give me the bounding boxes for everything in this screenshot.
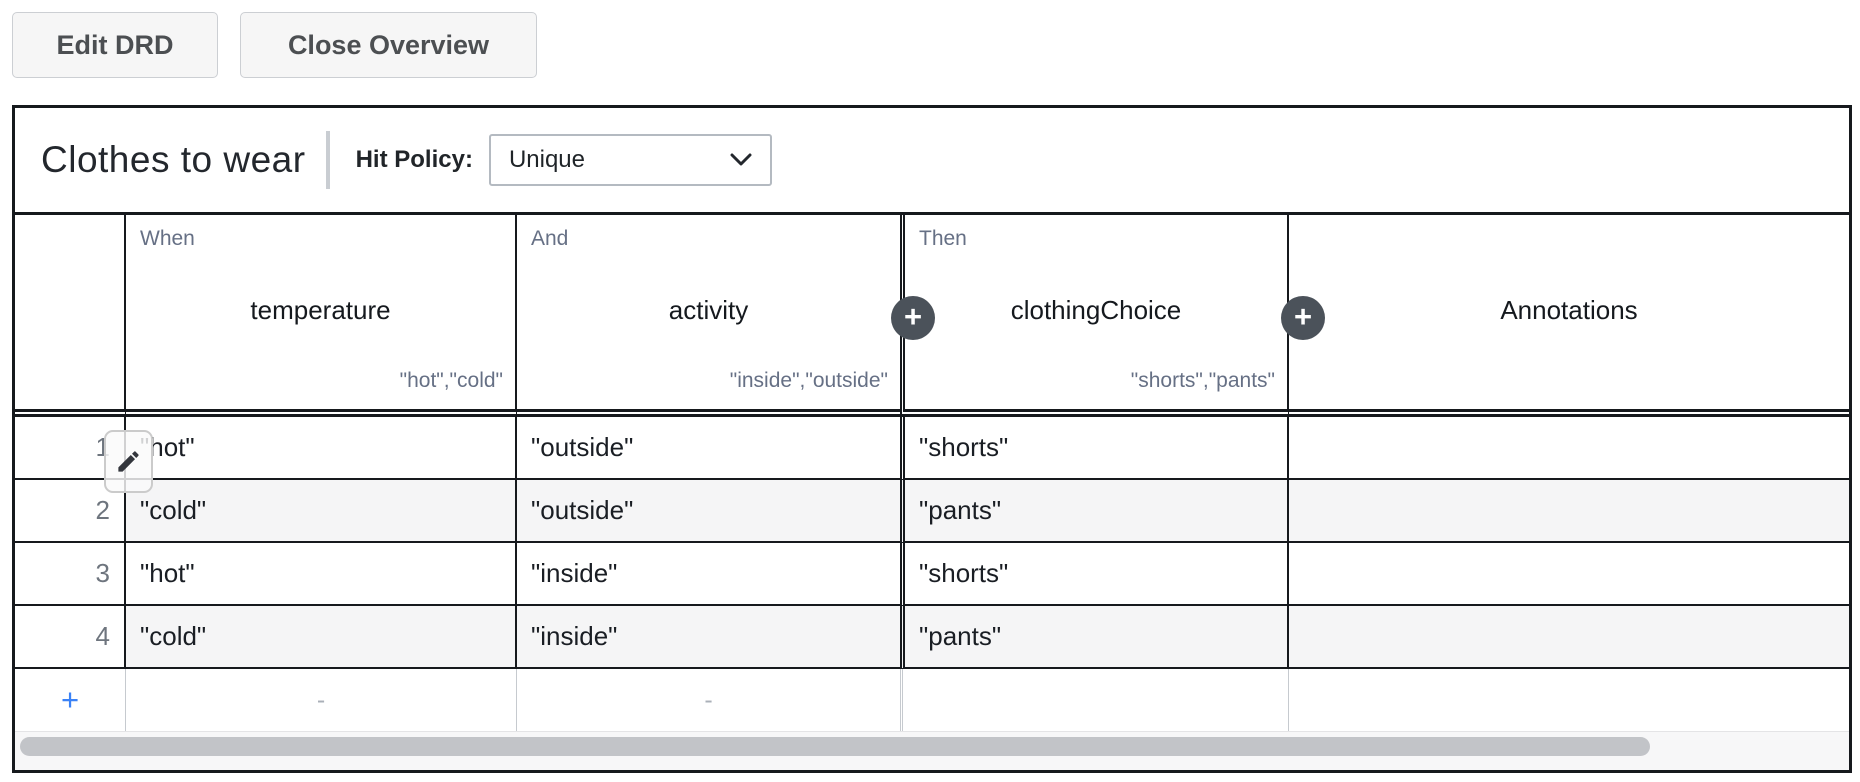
- horizontal-scrollbar-track[interactable]: [15, 731, 1849, 770]
- new-row-placeholder-clothing-choice[interactable]: [900, 669, 1289, 731]
- column-allowed-values: "hot","cold": [399, 369, 503, 392]
- column-kicker: And: [531, 227, 569, 250]
- cell-clothing-choice[interactable]: "pants": [900, 606, 1289, 669]
- close-overview-button[interactable]: Close Overview: [240, 12, 537, 78]
- cell-activity[interactable]: "inside": [517, 543, 900, 606]
- decision-table-title[interactable]: Clothes to wear: [41, 139, 306, 180]
- cell-clothing-choice[interactable]: "pants": [900, 480, 1289, 543]
- column-name: Annotations: [1500, 295, 1638, 325]
- cell-temperature[interactable]: "cold": [126, 606, 517, 669]
- column-header-temperature[interactable]: When temperature "hot","cold": [126, 215, 517, 417]
- column-allowed-values: [1289, 372, 1849, 409]
- column-header-clothing-choice[interactable]: Then clothingChoice "shorts","pants": [900, 215, 1289, 417]
- column-allowed-values: "shorts","pants": [1130, 369, 1275, 392]
- column-allowed-values: "inside","outside": [729, 369, 888, 392]
- cell-temperature[interactable]: "cold": [126, 480, 517, 543]
- column-kicker: Then: [919, 227, 967, 250]
- cell-temperature[interactable]: "hot": [126, 417, 517, 480]
- horizontal-scrollbar-thumb[interactable]: [20, 737, 1650, 756]
- add-column-button-annotations[interactable]: +: [1281, 296, 1325, 340]
- cell-annotation[interactable]: [1289, 417, 1849, 480]
- hit-policy-label: Hit Policy:: [355, 146, 473, 173]
- column-kicker: [1289, 215, 1849, 249]
- toolbar: Edit DRD Close Overview: [12, 12, 537, 78]
- title-divider: [325, 131, 330, 189]
- row-number[interactable]: 2: [15, 480, 126, 543]
- pencil-icon: [118, 451, 139, 472]
- add-row-plus-icon: +: [60, 682, 80, 717]
- column-name: clothingChoice: [1010, 294, 1182, 325]
- cell-annotation[interactable]: [1289, 480, 1849, 543]
- add-column-button-outputs[interactable]: +: [891, 296, 935, 340]
- decision-table-header: Clothes to wear Hit Policy: Unique: [15, 108, 1849, 215]
- decision-table-panel: Clothes to wear Hit Policy: Unique When …: [12, 105, 1852, 773]
- cell-activity[interactable]: "inside": [517, 606, 900, 669]
- placeholder-dash: -: [316, 685, 326, 714]
- placeholder-dash: -: [704, 685, 713, 714]
- new-row-placeholder-temperature[interactable]: -: [126, 669, 517, 731]
- edit-drd-button[interactable]: Edit DRD: [12, 12, 218, 78]
- column-header-activity[interactable]: And activity "inside","outside": [517, 215, 900, 417]
- column-name: activity: [668, 294, 749, 325]
- chevron-down-icon: [730, 153, 752, 166]
- new-row-placeholder-annotation[interactable]: [1289, 669, 1849, 731]
- cell-temperature[interactable]: "hot": [126, 543, 517, 606]
- cell-activity[interactable]: "outside": [517, 417, 900, 480]
- cell-clothing-choice[interactable]: "shorts": [900, 417, 1289, 480]
- cell-activity[interactable]: "outside": [517, 480, 900, 543]
- edit-row-button[interactable]: [104, 430, 153, 493]
- column-name: temperature: [250, 294, 391, 325]
- row-number-header-cell: [15, 215, 126, 417]
- cell-annotation[interactable]: [1289, 606, 1849, 669]
- column-header-annotations[interactable]: Annotations: [1289, 215, 1849, 417]
- new-row-placeholder-activity[interactable]: -: [517, 669, 900, 731]
- cell-clothing-choice[interactable]: "shorts": [900, 543, 1289, 606]
- hit-policy-select[interactable]: Unique: [488, 134, 772, 186]
- column-kicker: When: [140, 227, 195, 250]
- add-rule-button[interactable]: +: [15, 669, 126, 731]
- decision-grid: When temperature "hot","cold" And activi…: [15, 215, 1849, 731]
- row-number[interactable]: 4: [15, 606, 126, 669]
- row-number[interactable]: 3: [15, 543, 126, 606]
- hit-policy-value: Unique: [508, 146, 585, 173]
- cell-annotation[interactable]: [1289, 543, 1849, 606]
